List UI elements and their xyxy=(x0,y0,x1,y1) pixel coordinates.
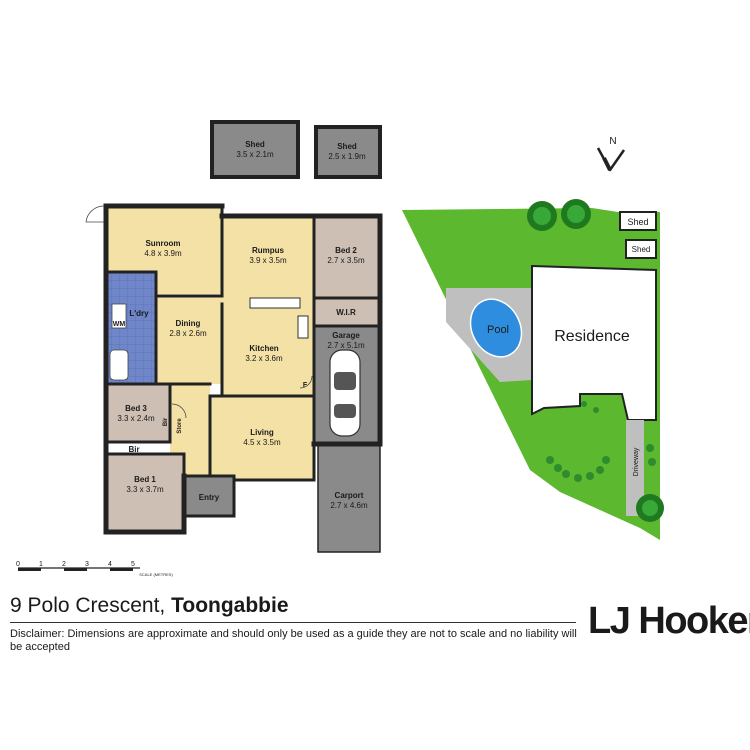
label-bed3: Bed 3 xyxy=(125,404,147,413)
door-swings xyxy=(85,205,313,419)
kitchen-island-bench xyxy=(297,315,309,339)
room-living xyxy=(210,396,314,480)
scale-tick-3: 3 xyxy=(85,561,89,568)
scale-tick-1: 1 xyxy=(39,561,43,568)
shrub-icons xyxy=(546,401,656,482)
scale-tick-0: 0 xyxy=(16,561,20,568)
site-plan: Pool Residence Driveway Shed Shed N xyxy=(402,136,664,540)
shed-large-dims: 3.5 x 2.1m xyxy=(236,150,274,159)
label-living: Living xyxy=(250,428,274,437)
footer-divider xyxy=(10,622,576,623)
residence-label: Residence xyxy=(554,328,630,345)
scale-tick-4: 4 xyxy=(108,561,112,568)
label-garage: Garage xyxy=(332,331,360,340)
room-wir xyxy=(314,298,378,326)
room-entry xyxy=(184,476,234,516)
dims-dining: 2.8 x 2.6m xyxy=(169,329,207,338)
label-bed2: Bed 2 xyxy=(335,246,357,255)
site-shed-1 xyxy=(619,211,657,231)
north-arrow-icon: N xyxy=(596,136,626,172)
scale-tick-5: 5 xyxy=(131,561,135,568)
room-bed3 xyxy=(106,384,170,442)
scale-label: SCALE (METRES) xyxy=(139,572,173,577)
shed-large: Shed 3.5 x 2.1m xyxy=(210,120,300,179)
label-wir: W.I.R xyxy=(336,308,356,317)
room-carport xyxy=(318,444,380,552)
dims-carport: 2.7 x 4.6m xyxy=(330,501,368,510)
label-dining: Dining xyxy=(176,319,201,328)
shed-small-dims: 2.5 x 1.9m xyxy=(328,152,366,161)
driveway xyxy=(626,420,644,516)
north-label: N xyxy=(609,136,616,147)
driveway-label: Driveway xyxy=(633,447,640,476)
property-address: 9 Polo Crescent, Toongabbie xyxy=(10,594,289,618)
dims-bed2: 2.7 x 3.5m xyxy=(327,256,365,265)
pool xyxy=(469,298,523,358)
dims-bed1: 3.3 x 3.7m xyxy=(126,485,164,494)
site-shed-2-label: Shed xyxy=(632,245,651,254)
label-entry: Entry xyxy=(199,493,220,502)
dims-rumpus: 3.9 x 3.5m xyxy=(249,256,287,265)
brand-logo: LJ Hooker xyxy=(588,600,750,642)
car-icon xyxy=(329,349,361,437)
label-rumpus: Rumpus xyxy=(252,246,285,255)
label-carport: Carport xyxy=(335,491,364,500)
room-bed2 xyxy=(314,216,378,298)
bathtub xyxy=(109,349,129,381)
dims-sunroom: 4.8 x 3.9m xyxy=(144,249,182,258)
dims-garage: 2.7 x 5.1m xyxy=(327,341,365,350)
address-suburb: Toongabbie xyxy=(171,594,289,617)
label-wm: WM xyxy=(113,321,126,328)
label-kitchen: Kitchen xyxy=(249,344,278,353)
site-shed-2 xyxy=(625,239,657,259)
room-rumpus xyxy=(222,216,314,304)
hallway xyxy=(156,358,222,384)
label-bir-bed1: Bir xyxy=(128,445,139,454)
dims-living: 4.5 x 3.5m xyxy=(243,438,281,447)
residence xyxy=(531,264,657,421)
shed-small-label: Shed xyxy=(337,142,357,151)
label-bir-bed3: Bir xyxy=(163,417,169,426)
dims-bed3: 3.3 x 2.4m xyxy=(117,414,155,423)
label-bed1: Bed 1 xyxy=(134,475,156,484)
room-bed1 xyxy=(106,454,184,532)
disclaimer-text: Disclaimer: Dimensions are approximate a… xyxy=(10,628,577,653)
address-street: 9 Polo Crescent, xyxy=(10,594,166,617)
pool-label: Pool xyxy=(487,324,509,336)
floorplan-drawing: Shed 3.5 x 2.1m Shed 2.5 x 1.9m xyxy=(16,120,664,577)
dims-kitchen: 3.2 x 3.6m xyxy=(245,354,283,363)
washing-machine xyxy=(111,303,127,329)
scale-tick-2: 2 xyxy=(62,561,66,568)
shed-small: Shed 2.5 x 1.9m xyxy=(314,125,382,179)
site-shed-1-label: Shed xyxy=(627,217,648,227)
label-store: Store xyxy=(177,418,183,434)
scale-bar: 0 1 2 3 4 5 SCALE (METRES) xyxy=(16,561,173,577)
shed-large-label: Shed xyxy=(245,140,265,149)
tree-icons xyxy=(527,199,664,522)
room-dining xyxy=(156,296,222,358)
house-floorplan: Sunroom 4.8 x 3.9m Rumpus 3.9 x 3.5m Bed… xyxy=(85,203,383,553)
kitchen-bench xyxy=(249,297,301,309)
label-sunroom: Sunroom xyxy=(145,239,180,248)
label-laundry: L'dry xyxy=(129,309,149,318)
label-fridge: F xyxy=(303,382,308,389)
